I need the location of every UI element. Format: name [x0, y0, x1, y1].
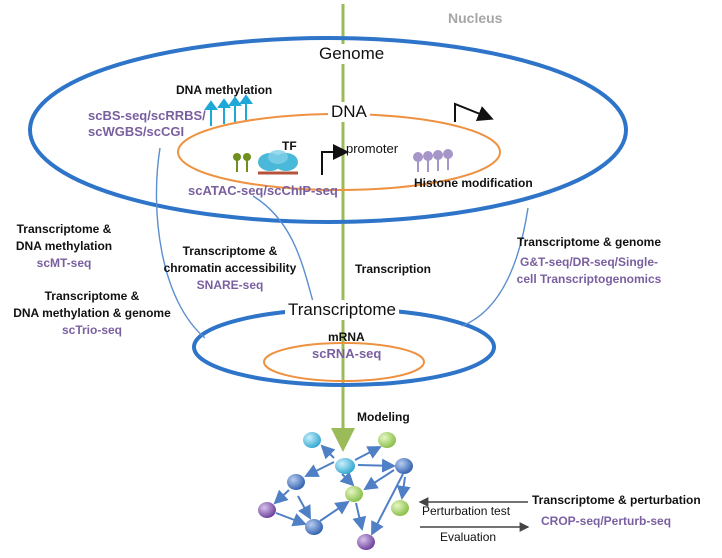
snare-group: Transcriptome & chromatin accessibility …: [150, 243, 310, 294]
scrna-label: scRNA-seq: [312, 346, 382, 361]
network-node: [391, 500, 409, 516]
perturbation-method: CROP-seq/Perturb-seq: [541, 514, 672, 528]
network-node: [305, 519, 323, 535]
transcriptome-label: Transcriptome: [285, 300, 400, 320]
histone-label: Histone modification: [414, 176, 533, 190]
genome-group: Transcriptome & genome G&T-seq/DR-seq/Si…: [494, 234, 684, 288]
modeling-label: Modeling: [357, 410, 410, 424]
mrna-ellipse: [263, 342, 425, 382]
nucleosome-pins: [233, 153, 251, 172]
promoter-label: promoter: [346, 141, 399, 156]
network-node: [287, 474, 305, 490]
snare-title-1: Transcriptome &: [182, 244, 278, 258]
scmt-title-2: DNA methylation: [15, 239, 113, 253]
connector-scmt: [155, 147, 206, 339]
gene-arrow: [454, 102, 494, 122]
sctrio-group: Transcriptome & DNA methylation & genome…: [2, 288, 182, 339]
methylation-method-2: scWGBS/scCGI: [88, 124, 185, 139]
genome-group-title: Transcriptome & genome: [516, 235, 662, 249]
scmt-method: scMT-seq: [36, 256, 92, 270]
network-nodes: [258, 432, 413, 550]
perturbation-test-label: Perturbation test: [422, 504, 511, 518]
connector-genome: [461, 207, 529, 327]
sctrio-title-1: Transcriptome &: [44, 289, 140, 303]
network-node: [345, 486, 363, 502]
tf-label: TF: [282, 139, 297, 153]
histone-pins: [413, 149, 453, 172]
network-node: [378, 432, 396, 448]
network-node: [395, 458, 413, 474]
dna-methylation-label: DNA methylation: [176, 83, 273, 97]
atac-label: scATAC-seq/scChIP-seq: [188, 183, 338, 198]
network-edges: [273, 444, 411, 536]
dna-label: DNA: [328, 102, 370, 122]
transcription-label: Transcription: [355, 262, 432, 276]
network-node: [258, 502, 276, 518]
mrna-label: mRNA: [328, 330, 365, 344]
methylation-method-1: scBS-seq/scRRBS/: [88, 108, 206, 123]
nucleus-label: Nucleus: [448, 10, 503, 26]
scmt-group: Transcriptome & DNA methylation scMT-seq: [6, 221, 122, 272]
genome-method-1: G&T-seq/DR-seq/Single-: [519, 255, 659, 269]
snare-method: SNARE-seq: [196, 278, 264, 292]
sctrio-method: scTrio-seq: [61, 323, 123, 337]
promoter-arrow: [321, 144, 349, 175]
network-node: [357, 534, 375, 550]
evaluation-label: Evaluation: [440, 530, 497, 544]
genome-method-2: cell Transcriptogenomics: [516, 272, 662, 286]
perturbation-title: Transcriptome & perturbation: [532, 493, 701, 507]
network-node: [335, 458, 355, 474]
tf-protein: [258, 150, 298, 175]
snare-title-2: chromatin accessibility: [163, 261, 297, 275]
genome-ellipse: [28, 36, 628, 224]
network-node: [303, 432, 321, 448]
genome-label: Genome: [316, 44, 388, 64]
methylation-pins: [204, 94, 253, 126]
methylation-methods: scBS-seq/scRRBS/ scWGBS/scCGI: [88, 108, 206, 140]
sctrio-title-2: DNA methylation & genome: [13, 306, 171, 320]
scmt-title-1: Transcriptome &: [16, 222, 112, 236]
